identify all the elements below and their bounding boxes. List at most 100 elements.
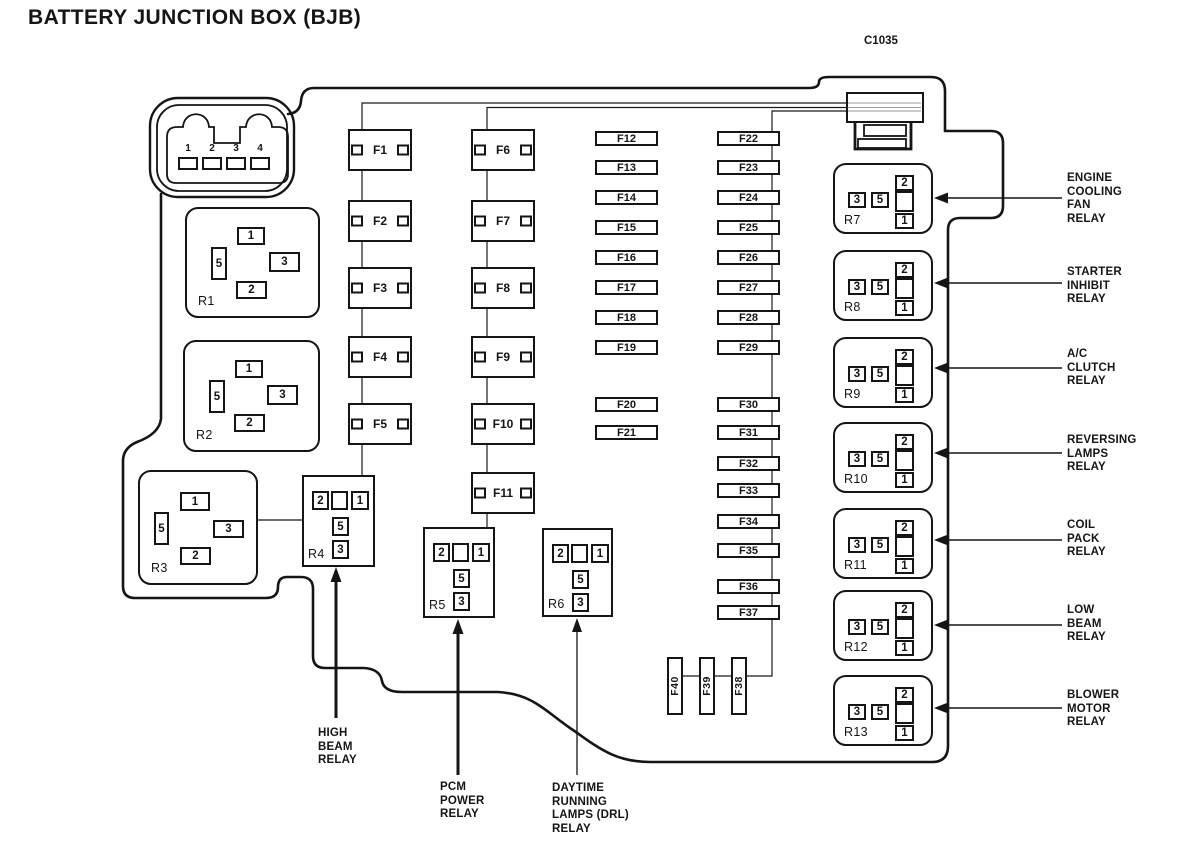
relay-pin: 1: [895, 725, 914, 741]
callout-line: PCM: [440, 781, 467, 793]
fuse-f5: F5: [348, 403, 412, 445]
fuse-terminal: [474, 282, 486, 294]
callout-line: COOLING: [1067, 185, 1123, 198]
relay-pin: 3: [848, 451, 866, 467]
fuse-terminal: [520, 351, 532, 363]
fuse-f28: F28: [717, 310, 780, 325]
relay-pin: 2: [312, 491, 329, 510]
fuse-terminal: [351, 144, 363, 156]
fuse-f1: F1: [348, 129, 412, 171]
relay-pin: 2: [895, 175, 914, 191]
relay-pin: 2: [895, 602, 914, 618]
relay-pin: 1: [351, 491, 369, 510]
fuse-terminal: [520, 282, 532, 294]
fuse-terminal: [397, 144, 409, 156]
fuse-f37: F37: [717, 605, 780, 620]
callout-line: PACK: [1067, 532, 1100, 545]
callout-line: MOTOR: [1067, 702, 1111, 715]
fuse-f20: F20: [595, 397, 658, 412]
fuse-f18: F18: [595, 310, 658, 325]
relay-pin: 5: [871, 279, 889, 295]
fuse-label: F25: [739, 221, 758, 234]
fuse-label: F8: [495, 281, 510, 295]
fuse-terminal: [397, 282, 409, 294]
callout-line: DAYTIME: [552, 782, 605, 794]
callout-line: FAN: [1067, 199, 1091, 211]
callout-line: A/C: [1067, 348, 1088, 360]
fuse-f2: F2: [348, 200, 412, 242]
fuse-f40: F40: [667, 657, 683, 715]
fuse-f19: F19: [595, 340, 658, 355]
fuse-terminal: [520, 418, 532, 430]
callout-line: LAMPS (DRL): [552, 809, 629, 821]
fuse-label: F15: [617, 221, 636, 234]
callout-line: ENGINE: [1067, 172, 1113, 184]
relay-pin: 3: [453, 592, 470, 611]
relay-pin-empty: [452, 543, 469, 562]
relay-pin: 1: [591, 544, 609, 563]
relay-pin: 3: [848, 537, 866, 553]
relay-id-label: R10: [844, 472, 868, 486]
relay-pin: 1: [895, 300, 914, 316]
fuse-f35: F35: [717, 543, 780, 558]
relay-id-label: R8: [844, 300, 861, 314]
relay-callout-arrows: [934, 192, 1062, 714]
relay-pin: 1: [895, 640, 914, 656]
relay-pin: 1: [180, 492, 210, 511]
fuse-label: F35: [739, 544, 758, 557]
fuse-label: F26: [739, 251, 758, 264]
fuse-terminal: [351, 351, 363, 363]
fuse-terminal: [397, 215, 409, 227]
fuse-label: F40: [669, 676, 681, 696]
fuse-terminal: [397, 418, 409, 430]
fuse-f11: F11: [471, 472, 535, 514]
callout-line: HIGH: [318, 727, 348, 739]
fuse-wires: [258, 102, 848, 677]
relay-pin-empty: [895, 536, 914, 557]
fuse-f24: F24: [717, 190, 780, 205]
fuse-label: F20: [617, 398, 636, 411]
fuse-label: F11: [492, 486, 513, 500]
fuse-f26: F26: [717, 250, 780, 265]
relay-pin: 5: [572, 570, 589, 589]
relay-id-label: R6: [548, 597, 565, 611]
relay-id-label: R13: [844, 725, 868, 739]
relay-pin-empty: [895, 191, 914, 212]
relay-pin: 1: [895, 387, 914, 403]
relay-id-label: R3: [151, 561, 168, 575]
connector-pin-1: [178, 157, 198, 170]
fuse-f6: F6: [471, 129, 535, 171]
fuse-f9: F9: [471, 336, 535, 378]
fuse-f33: F33: [717, 483, 780, 498]
relay-pin: 3: [572, 593, 589, 612]
c1035-connector: [846, 92, 924, 151]
fuse-label: F19: [617, 341, 636, 354]
page-title: BATTERY JUNCTION BOX (BJB): [28, 6, 362, 29]
relay-pin: 2: [552, 544, 569, 563]
callout-line: RELAY: [1067, 631, 1106, 643]
fuse-terminal: [474, 215, 486, 227]
fuse-f27: F27: [717, 280, 780, 295]
fuse-label: F12: [617, 132, 636, 145]
fuse-label: F2: [372, 214, 387, 228]
fuse-label: F39: [701, 676, 713, 696]
fuse-f22: F22: [717, 131, 780, 146]
fuse-label: F5: [372, 417, 387, 431]
fuse-label: F17: [617, 281, 636, 294]
relay-id-label: R2: [196, 428, 213, 442]
relay-id-label: R7: [844, 213, 861, 227]
callout-line: RELAY: [1067, 212, 1106, 225]
fuse-f7: F7: [471, 200, 535, 242]
